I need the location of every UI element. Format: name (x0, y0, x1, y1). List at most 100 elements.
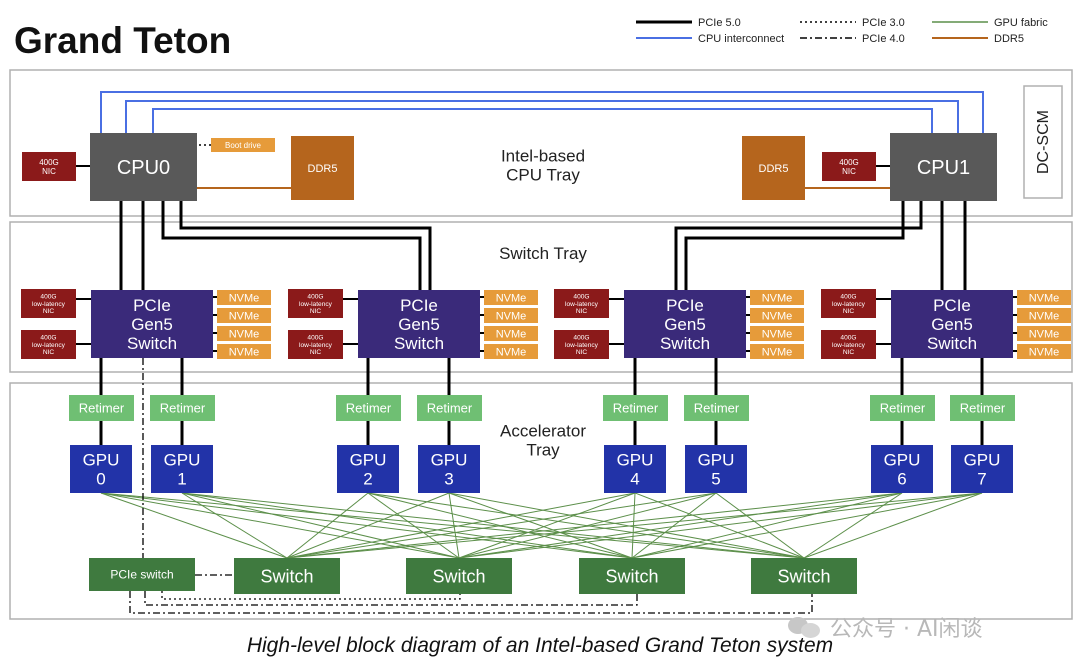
gpu-fabric-link (458, 492, 717, 559)
retimer-6 (870, 395, 935, 421)
cpu0-box (90, 133, 197, 201)
ddr5-box-right (742, 136, 805, 200)
gpu-fabric-link (631, 492, 983, 559)
wechat-logo-icon (788, 613, 822, 641)
gpu-fabric-link (458, 492, 903, 559)
gpu-fabric-link (181, 492, 805, 559)
nvme-box-1-1 (484, 308, 538, 323)
gpu-fabric-link (286, 492, 717, 559)
cpu-interconnect-line (125, 100, 959, 133)
fabric-switch-0 (234, 558, 340, 594)
gpu-fabric-link (286, 492, 636, 559)
legend-label-3: PCIe 4.0 (862, 33, 905, 45)
nvme-box-2-1-label: NVMe (762, 310, 793, 322)
pcie-switch-small (89, 558, 195, 591)
ddr5-box-left-label: DDR5 (308, 163, 338, 175)
retimer-4-label: Retimer (613, 401, 659, 416)
nic-lowlatency-bottom-2 (554, 330, 609, 359)
nvme-box-2-2-label: NVMe (762, 328, 793, 340)
pcie-switch-3 (891, 290, 1013, 358)
gpu-0 (70, 445, 132, 493)
retimer-3 (417, 395, 482, 421)
fabric-switch-2 (579, 558, 685, 594)
boot-drive-box (211, 138, 275, 152)
nvme-box-0-2-label: NVMe (229, 328, 260, 340)
fabric-switch-2-label: Switch (605, 566, 658, 586)
nic-lowlatency-bottom-1 (288, 330, 343, 359)
nic-lowlatency-top-1 (288, 289, 343, 318)
watermark-text: 公众号 · AI闲谈 (830, 617, 983, 642)
cpu-tray-outline (9, 69, 1073, 217)
pcie5-cpu0-switch1 (161, 200, 422, 290)
legend-label-4: GPU fabric (994, 17, 1048, 29)
gpu-fabric-link (448, 492, 805, 559)
nic-lowlatency-top-0 (21, 289, 76, 318)
switch-tray-outline (9, 221, 1073, 373)
nic-lowlatency-top-3 (821, 289, 876, 318)
nic-400g-left (22, 152, 76, 181)
retimer-1-label: Retimer (160, 401, 206, 416)
legend-label-5: DDR5 (994, 33, 1024, 45)
gpu-1 (151, 445, 213, 493)
cpu1-box-label: CPU1 (917, 157, 970, 179)
retimer-7-label: Retimer (960, 401, 1006, 416)
nvme-box-1-0 (484, 290, 538, 305)
gpu-fabric-link (458, 492, 983, 559)
retimer-4 (603, 395, 668, 421)
pcie4-fabric-link (129, 591, 813, 614)
gpu-fabric-link (100, 492, 633, 559)
legend-label-2: PCIe 3.0 (862, 17, 905, 29)
retimer-3-label: Retimer (427, 401, 473, 416)
diagram-title: Grand Teton (14, 20, 231, 61)
gpu-fabric-link (715, 492, 805, 559)
pcie-switch-1 (358, 290, 480, 358)
switch-tray-label: Switch Tray (499, 244, 587, 263)
diagram-caption: High-level block diagram of an Intel-bas… (246, 634, 834, 657)
gpu-fabric-link (803, 492, 983, 559)
nvme-box-2-3 (750, 344, 804, 359)
gpu-fabric-link (448, 492, 633, 559)
nvme-box-0-1 (217, 308, 271, 323)
gpu-fabric-link (631, 492, 903, 559)
nvme-box-0-2 (217, 326, 271, 341)
ddr5-box-right-label: DDR5 (759, 163, 789, 175)
nvme-box-1-3 (484, 344, 538, 359)
nvme-box-1-2 (484, 326, 538, 341)
legend-label-0: PCIe 5.0 (698, 17, 741, 29)
fabric-switch-0-label: Switch (260, 566, 313, 586)
retimer-2 (336, 395, 401, 421)
nvme-box-3-1 (1017, 308, 1071, 323)
nvme-box-0-1-label: NVMe (229, 310, 260, 322)
nvme-box-0-0-label: NVMe (229, 292, 260, 304)
nvme-box-0-3 (217, 344, 271, 359)
fabric-switch-1-label: Switch (432, 566, 485, 586)
gpu-fabric-link (803, 492, 903, 559)
retimer-2-label: Retimer (346, 401, 392, 416)
gpu-fabric-link (286, 492, 450, 559)
pcie5-cpu0-switch1 (179, 200, 432, 290)
gpu-3 (418, 445, 480, 493)
gpu-fabric-link (286, 492, 983, 559)
gpu-2 (337, 445, 399, 493)
gpu-fabric-link (458, 492, 636, 559)
fabric-switch-3 (751, 558, 857, 594)
pcie3-fabric-link (161, 591, 461, 600)
pcie-switch-small-label: PCIe switch (110, 568, 173, 582)
cpu-interconnect-line (152, 108, 933, 133)
nvme-box-3-2-label: NVMe (1029, 328, 1060, 340)
nvme-box-1-1-label: NVMe (496, 310, 527, 322)
gpu-fabric-link (181, 492, 633, 559)
